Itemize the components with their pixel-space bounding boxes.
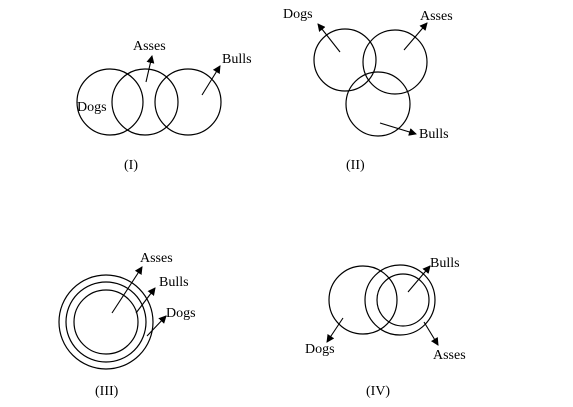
d1-bulls-circle [154, 68, 222, 136]
d4-bulls-arrow [407, 265, 431, 293]
d3-middle-circle [65, 281, 147, 363]
d2-bulls-circle [345, 71, 411, 137]
diagram-4: Bulls Dogs Asses (IV) [305, 256, 466, 399]
diagram-3: Asses Bulls Dogs (III) [58, 251, 196, 399]
d1-caption: (I) [124, 158, 138, 173]
d3-bulls-label: Bulls [159, 275, 189, 290]
d4-dogs-circle [328, 265, 398, 335]
d3-outer-circle [58, 274, 154, 370]
d1-asses-label: Asses [133, 39, 166, 54]
d2-bulls-arrow [379, 122, 417, 136]
d2-asses-arrow [403, 22, 428, 51]
d3-asses-label: Asses [140, 251, 173, 266]
d3-inner-circle [73, 289, 139, 355]
d1-bulls-label: Bulls [222, 52, 252, 67]
d4-asses-circle [364, 264, 436, 336]
d2-dogs-circle [313, 28, 377, 92]
d2-caption: (II) [346, 158, 365, 173]
d1-dogs-circle [76, 68, 144, 136]
d3-asses-arrow [111, 266, 143, 314]
d3-dogs-arrow [146, 315, 167, 337]
d4-dogs-arrow [326, 317, 344, 343]
diagram-2: Dogs Asses Bulls (II) [283, 7, 453, 173]
d1-dogs-label: Dogs [77, 100, 107, 115]
d2-dogs-arrow [317, 23, 341, 53]
d4-dogs-label: Dogs [305, 342, 335, 357]
d4-bulls-label: Bulls [430, 256, 460, 271]
d2-bulls-label: Bulls [419, 127, 449, 142]
d2-asses-label: Asses [420, 9, 453, 24]
d3-dogs-label: Dogs [166, 306, 196, 321]
d1-asses-circle [111, 68, 179, 136]
d1-asses-arrow [145, 55, 155, 83]
d4-asses-arrow [423, 321, 439, 346]
d4-bulls-circle [376, 273, 430, 327]
d2-asses-circle [362, 29, 428, 95]
d2-dogs-label: Dogs [283, 7, 313, 22]
diagram-1: Dogs Asses Bulls (I) [76, 39, 252, 173]
d4-asses-label: Asses [433, 348, 466, 363]
d1-bulls-arrow [201, 65, 221, 96]
d3-bulls-arrow [135, 287, 156, 314]
d4-caption: (IV) [366, 384, 390, 399]
d3-caption: (III) [95, 384, 119, 399]
